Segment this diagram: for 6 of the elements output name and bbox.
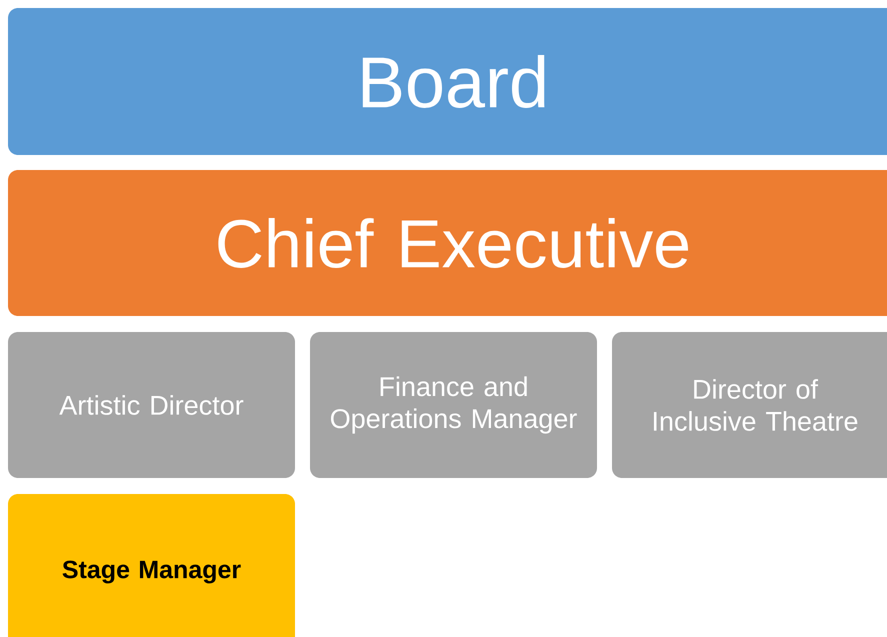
title-band: Board: [8, 8, 887, 155]
role-box: Stage Manager: [8, 494, 295, 637]
role-box: Artistic Director: [8, 332, 295, 478]
role-box: Finance and Operations Manager: [310, 332, 597, 478]
role-box: Director of Inclusive Theatre: [612, 332, 887, 478]
title-band: Chief Executive: [8, 170, 887, 316]
